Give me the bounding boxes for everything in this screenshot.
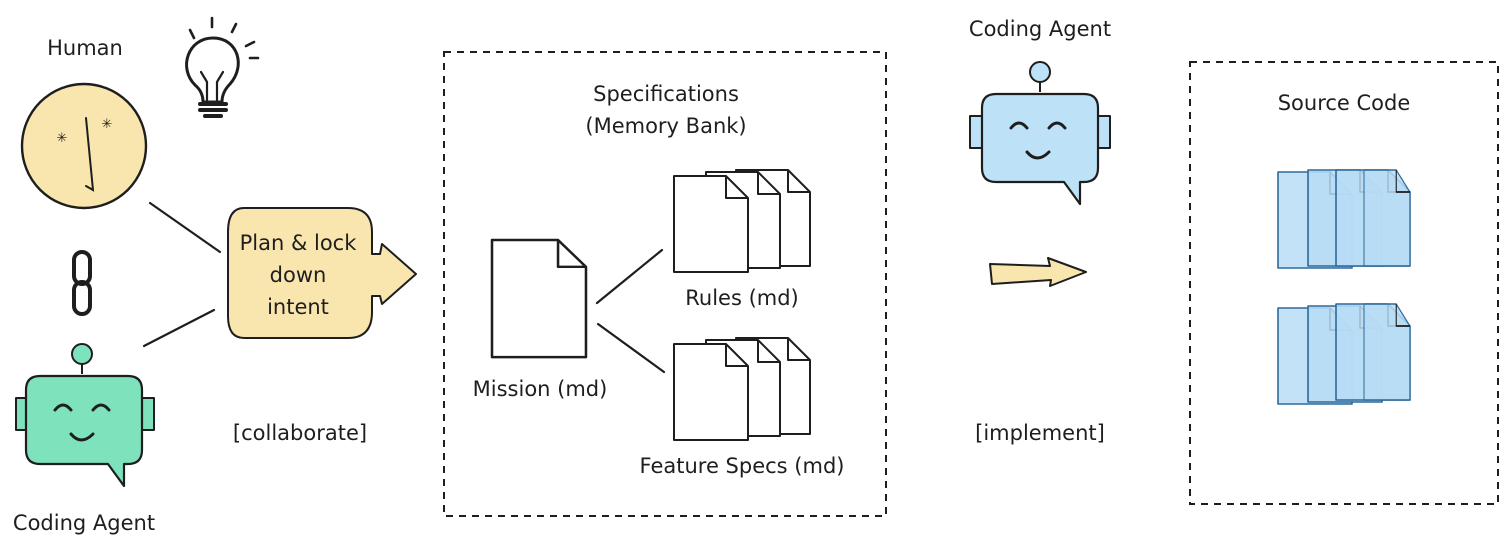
implement-label: [implement] xyxy=(975,421,1105,445)
mission-features-line xyxy=(596,322,666,374)
human-label: Human xyxy=(47,36,123,60)
mission-document-icon xyxy=(490,238,588,359)
coding-agent-right-label: Coding Agent xyxy=(969,17,1111,41)
source-code-frame xyxy=(1189,61,1499,505)
feature-specs-document-stack xyxy=(673,337,811,441)
plan-line-1: Plan & lock xyxy=(240,231,358,255)
rules-label: Rules (md) xyxy=(685,286,799,310)
robot-icon xyxy=(15,343,155,488)
specs-title-2: (Memory Bank) xyxy=(585,114,746,138)
feature-specs-label: Feature Specs (md) xyxy=(640,454,845,478)
source-code-document-stack-top xyxy=(1277,169,1411,269)
lightbulb-icon xyxy=(185,16,260,118)
plan-box: Plan & lock down intent xyxy=(227,207,417,339)
chain-link-icon xyxy=(72,250,92,316)
implement-arrow xyxy=(989,257,1087,287)
source-code-label: Source Code xyxy=(1278,91,1411,115)
specs-title-1: Specifications xyxy=(593,82,739,106)
coding-agent-left-label: Coding Agent xyxy=(13,511,155,535)
agent-connector-line xyxy=(142,308,216,348)
mission-rules-line xyxy=(595,248,664,305)
source-code-document-stack-bottom xyxy=(1277,303,1411,405)
human-connector-line xyxy=(148,201,222,254)
plan-line-3: intent xyxy=(267,295,329,319)
robot-icon xyxy=(969,61,1111,206)
human-face-icon: ✳ ✳ xyxy=(20,82,148,210)
collaborate-label: [collaborate] xyxy=(233,421,367,445)
plan-line-2: down xyxy=(270,263,327,287)
mission-label: Mission (md) xyxy=(473,377,608,401)
svg-text:✳: ✳ xyxy=(57,131,68,146)
rules-document-stack xyxy=(673,169,811,273)
specifications-frame xyxy=(443,51,887,517)
svg-text:✳: ✳ xyxy=(102,117,113,132)
